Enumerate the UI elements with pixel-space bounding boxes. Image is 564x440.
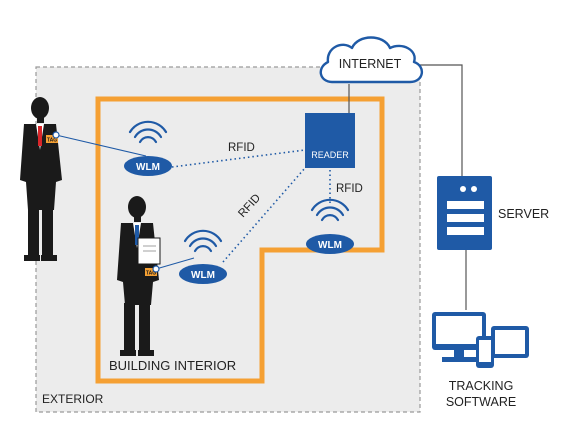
rfid-label-3: RFID <box>336 183 363 195</box>
reader-label: READER <box>311 150 349 160</box>
reader-device: READER <box>305 113 355 168</box>
rfid-links <box>171 149 331 263</box>
wlm-node-2: WLM <box>179 229 227 284</box>
wlm-node-1: WLM <box>124 120 172 176</box>
tag-link-interior <box>155 257 195 270</box>
exterior-label: EXTERIOR <box>42 392 104 406</box>
tag-badge-exterior: TAG <box>46 135 58 144</box>
tag-dot-interior <box>152 265 160 273</box>
tag-label-exterior: TAG <box>47 138 57 144</box>
internet-label: INTERNET <box>339 57 402 71</box>
server-label: SERVER <box>498 207 549 221</box>
wlm-label-2: WLM <box>191 270 215 281</box>
tag-link-exterior <box>55 134 147 157</box>
wlm-label-1: WLM <box>136 162 160 173</box>
server-icon <box>437 176 492 250</box>
tag-dot-exterior <box>52 131 60 139</box>
wireless-signal-icon <box>310 198 350 222</box>
devices-icon <box>432 312 529 368</box>
wlm-label-3: WLM <box>318 240 342 251</box>
rfid-label-1: RFID <box>228 142 255 154</box>
tag-label-interior: TAG <box>146 271 156 277</box>
tracking-label-line2: SOFTWARE <box>446 395 516 409</box>
wireless-signal-icon <box>183 229 223 253</box>
wlm-node-3: WLM <box>306 198 354 254</box>
building-interior-label: BUILDING INTERIOR <box>109 358 236 373</box>
notebook-icon <box>137 237 161 265</box>
tag-badge-interior: TAG <box>145 268 157 277</box>
network-links <box>348 64 467 310</box>
tracking-label-line1: TRACKING <box>449 379 514 393</box>
internet-cloud: INTERNET <box>319 36 423 84</box>
wireless-signal-icon <box>128 120 168 144</box>
building-interior-outline <box>95 96 385 384</box>
person-silhouette-exterior <box>20 97 62 261</box>
